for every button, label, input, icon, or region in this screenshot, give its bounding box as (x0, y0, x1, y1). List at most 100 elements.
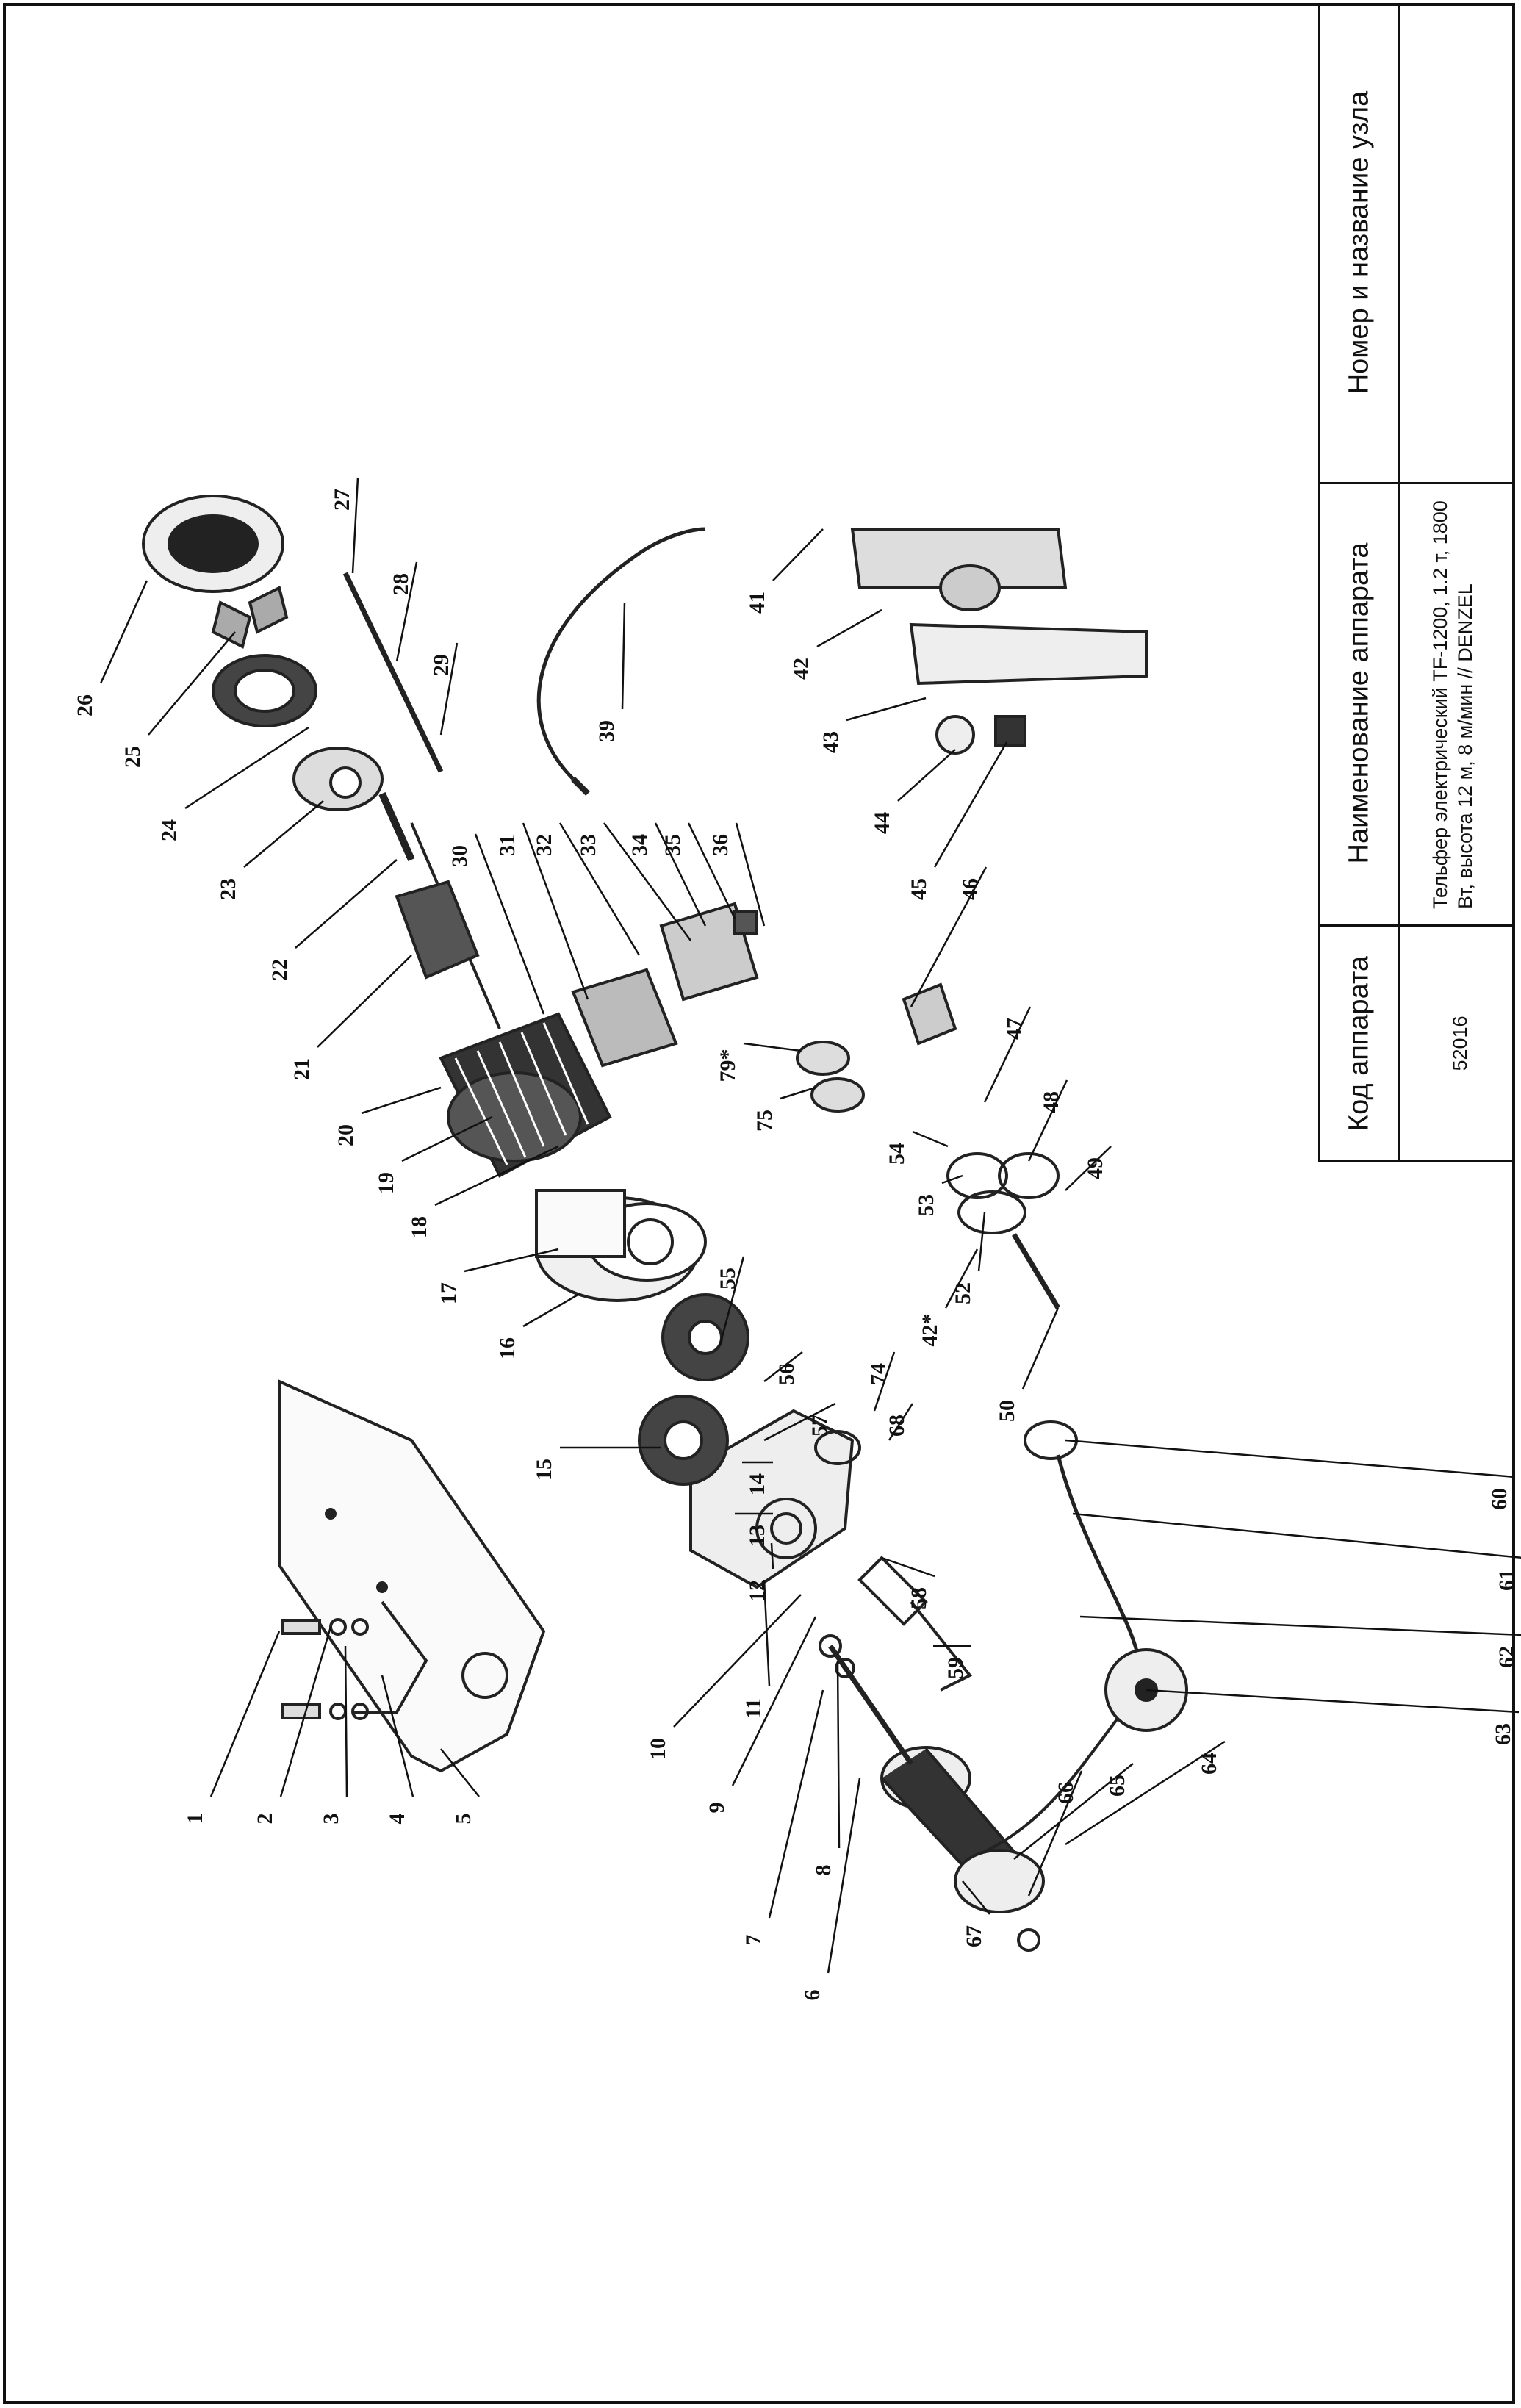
gear-pair (638, 1293, 749, 1486)
leader-line (719, 1256, 745, 1345)
part-label: 57 (808, 1415, 832, 1437)
leader-line (522, 822, 589, 1000)
rotor-shaft (378, 791, 501, 1029)
part-label: 53 (914, 1194, 938, 1216)
control-cable (857, 1556, 973, 1692)
part-label: 36 (708, 834, 733, 856)
fan (211, 586, 289, 649)
leader-line (881, 1556, 935, 1578)
part-label: 3 (319, 1814, 343, 1825)
leader-line (687, 822, 736, 919)
leader-line (439, 642, 459, 736)
leader-line (735, 822, 766, 927)
leader-line (434, 1145, 559, 1207)
leader-line (344, 1645, 348, 1797)
part-label: 16 (495, 1337, 519, 1359)
part-label: 60 (1487, 1488, 1511, 1510)
leader-line (1021, 1307, 1060, 1390)
leader-line (873, 1351, 896, 1412)
part-label: 26 (73, 694, 97, 716)
part-label: 14 (745, 1473, 769, 1495)
leader-line (768, 1689, 824, 1919)
leader-line (99, 580, 148, 684)
part-label: 8 (811, 1865, 835, 1876)
leader-line (474, 833, 545, 1015)
leader-line (1146, 1689, 1520, 1714)
leader-line (243, 800, 324, 868)
leader-line (912, 1130, 949, 1148)
leader-line (1079, 1615, 1521, 1636)
part-label: 7 (741, 1935, 766, 1946)
part-label: 64 (1197, 1753, 1221, 1775)
part-label: 1 (183, 1814, 207, 1825)
part-label: 18 (407, 1216, 431, 1238)
leader-line (1065, 1740, 1226, 1846)
leader-line (1027, 1770, 1083, 1897)
part-label: 28 (389, 573, 413, 595)
bolt-set (281, 1600, 428, 1720)
leader-line (295, 859, 398, 949)
part-label: 62 (1495, 1646, 1519, 1668)
part-label: 31 (495, 834, 519, 856)
leader-line (933, 741, 1008, 868)
leader-line (148, 631, 236, 736)
part-label: 2 (253, 1814, 277, 1825)
part-label: 22 (267, 959, 292, 981)
leader-line (395, 561, 418, 662)
guide-rod (342, 572, 444, 773)
leader-line (464, 1248, 559, 1273)
part-label: 54 (885, 1143, 909, 1165)
part-label: 59 (943, 1657, 968, 1679)
leader-line (983, 1006, 1032, 1103)
leader-line (944, 1248, 979, 1309)
leader-line (1065, 1439, 1516, 1478)
leader-line (897, 749, 956, 802)
part-label: 79* (716, 1049, 740, 1082)
leader-line (361, 1086, 442, 1115)
leader-line (731, 1616, 817, 1786)
gearbox-housing (689, 1409, 861, 1589)
part-label: 35 (661, 834, 685, 856)
part-label: 42 (789, 658, 813, 680)
leader-line (770, 1542, 774, 1570)
leader-line (846, 697, 927, 722)
leader-line (1072, 1512, 1521, 1559)
leader-line (621, 602, 626, 710)
leader-line (1065, 1146, 1112, 1191)
leader-line (209, 1631, 281, 1797)
part-label: 68 (885, 1415, 909, 1437)
leader-line (184, 726, 309, 810)
part-label: 9 (705, 1803, 729, 1814)
leader-line (381, 1675, 414, 1797)
leader-line (827, 1778, 861, 1974)
leader-line (941, 1174, 963, 1185)
part-label: 20 (334, 1124, 358, 1146)
part-label: 44 (870, 812, 894, 834)
part-label: 63 (1491, 1723, 1515, 1745)
part-label: 41 (745, 592, 769, 614)
drawing-frame (3, 3, 1515, 2404)
mounting-bracket (278, 1379, 546, 1773)
part-label: 19 (374, 1172, 398, 1194)
title-block-row-divider (1320, 482, 1515, 484)
part-label: 65 (1105, 1775, 1129, 1797)
capacitors (796, 1041, 865, 1113)
leader-line (780, 1086, 816, 1100)
part-label: 61 (1495, 1569, 1519, 1591)
rope-drum (880, 1746, 1045, 1952)
part-label: 11 (741, 1698, 766, 1719)
part-label: 5 (451, 1814, 475, 1825)
part-label: 33 (576, 834, 600, 856)
part-label: 52 (951, 1282, 975, 1304)
leader-line (654, 822, 707, 927)
part-label: 21 (290, 1058, 314, 1080)
part-label: 10 (646, 1738, 670, 1760)
leader-line (743, 1042, 802, 1052)
leader-line (888, 1403, 914, 1441)
part-label: 13 (745, 1525, 769, 1547)
part-label: 32 (532, 834, 556, 856)
part-label: 29 (429, 654, 453, 676)
part-label: 23 (216, 878, 240, 900)
motor-stator (439, 1012, 612, 1178)
